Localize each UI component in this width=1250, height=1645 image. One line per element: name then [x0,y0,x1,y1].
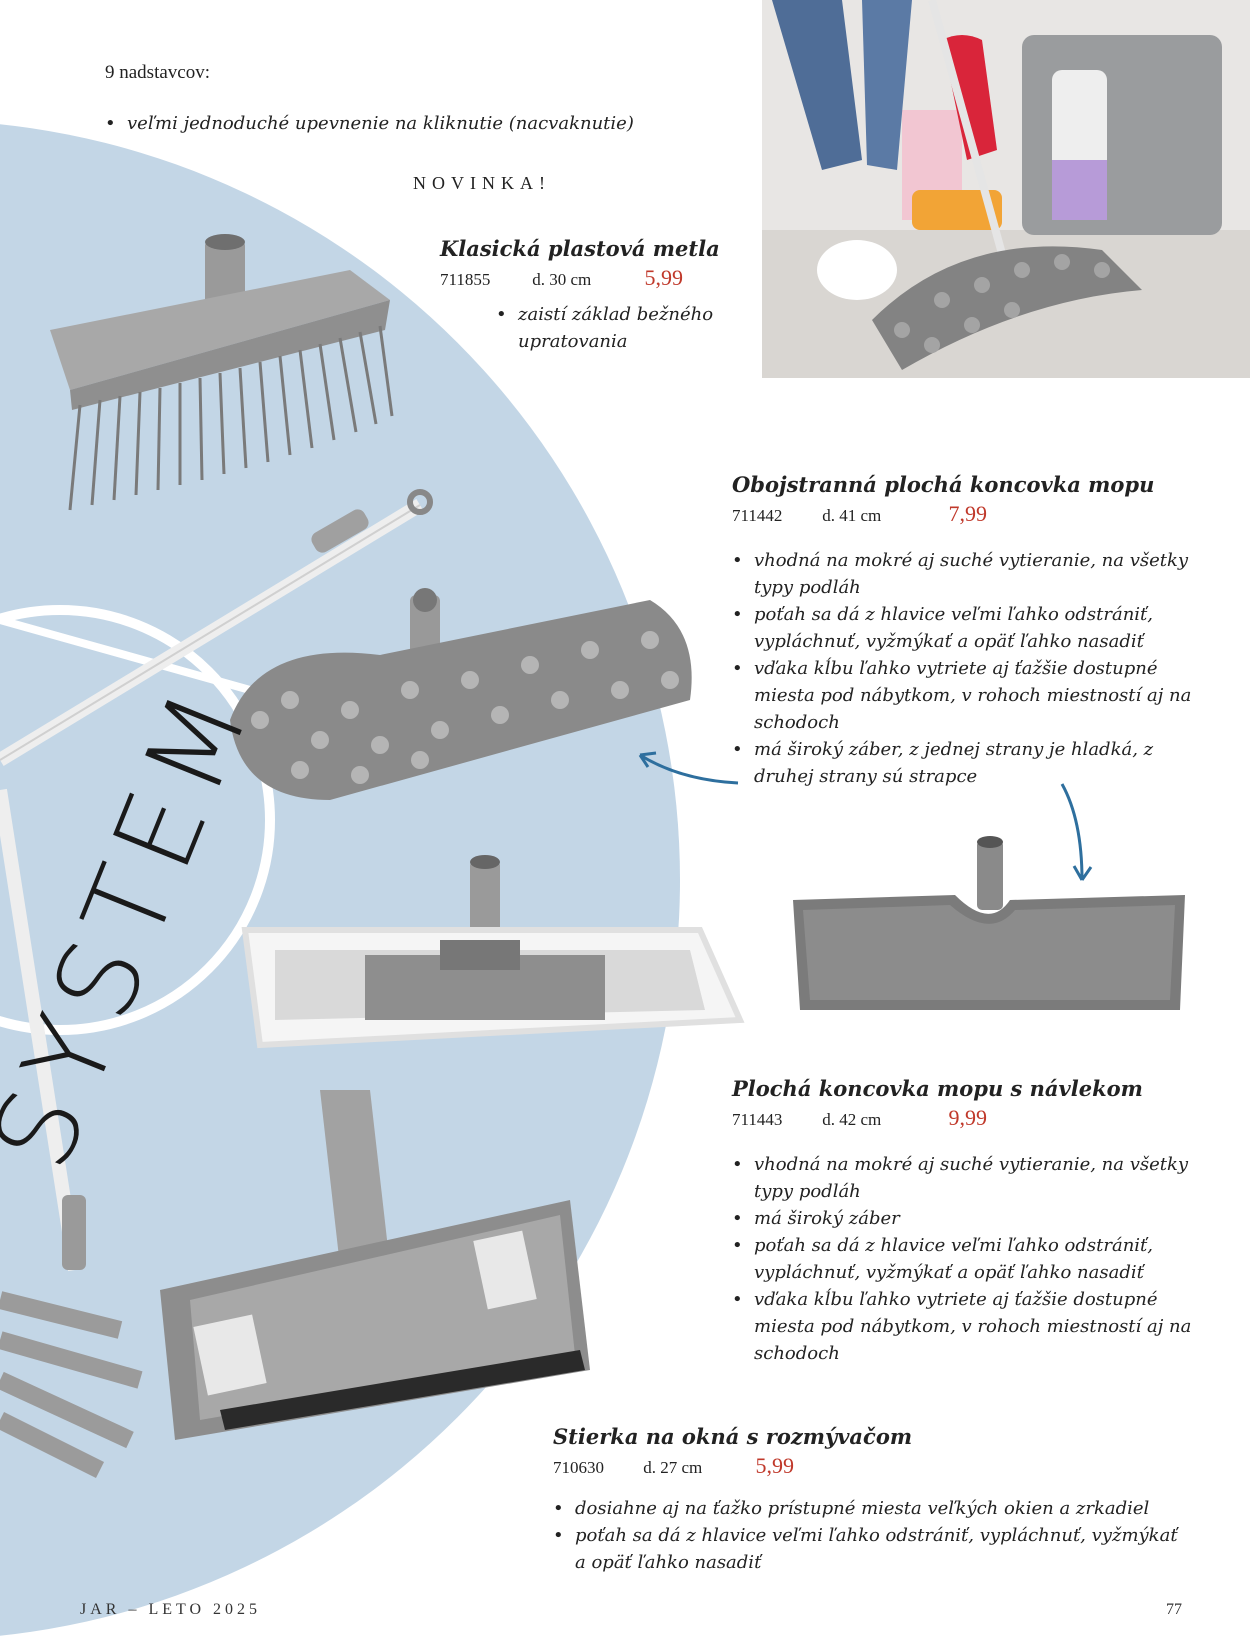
product-meta: 711443 d. 42 cm 9,99 [732,1105,1212,1131]
product-double-mop: Obojstranná plochá koncovka mopu 711442 … [732,472,1212,790]
bullet-item: vďaka kĺbu ľahko vytriete aj ťažšie dost… [732,655,1202,736]
lifestyle-photo [762,0,1250,378]
product-bullets: dosiahne aj na ťažko prístupné miesta ve… [553,1495,1193,1576]
product-size: d. 42 cm [822,1110,882,1129]
white-ring-shape [0,605,275,1035]
product-price: 9,99 [948,1105,988,1130]
squeegee-image [160,1090,590,1440]
novinka-label: NOVINKA! [413,173,551,193]
product-title: Klasická plastová metla [440,236,720,261]
product-bullets: vhodná na mokré aj suché vytieranie, na … [732,1151,1202,1367]
product-size: d. 41 cm [822,506,882,525]
intro-bullet: veľmi jednoduché upevnenie na kliknutie … [105,110,634,137]
bullet-item: poťah sa dá z hlavice veľmi ľahko odstrá… [553,1522,1193,1576]
bullet-item: vďaka kĺbu ľahko vytriete aj ťažšie dost… [732,1286,1202,1367]
page-number: 77 [1166,1601,1182,1618]
product-broom: Klasická plastová metla 711855 d. 30 cm … [440,236,760,355]
intro-bullet-text: veľmi jednoduché upevnenie na kliknutie … [105,110,634,137]
product-title: Obojstranná plochá koncovka mopu [732,472,1155,497]
broom-image [50,234,394,511]
product-size: d. 27 cm [643,1458,703,1477]
chenille-mop-image [230,588,692,800]
product-code: 711442 [732,506,783,525]
handle-image [0,489,433,1272]
bullet-item: poťah sa dá z hlavice veľmi ľahko odstrá… [732,1232,1202,1286]
product-code: 711443 [732,1110,783,1129]
product-flat-mop: Plochá koncovka mopu s návlekom 711443 d… [732,1076,1212,1367]
product-bullets: zaistí základ bežného upratovania [496,301,726,355]
bullet-item: má široký záber, z jednej strany je hlad… [732,736,1202,790]
footer-season: JAR – LETO 2025 [80,1601,262,1618]
product-meta: 711855 d. 30 cm 5,99 [440,265,760,291]
bullet-item: dosiahne aj na ťažko prístupné miesta ve… [553,1495,1193,1522]
intro-title: 9 nadstavcov: [105,62,211,83]
bullet-item: zaistí základ bežného upratovania [496,301,726,355]
bullet-item: má široký záber [732,1205,1202,1232]
product-price: 5,99 [644,265,684,290]
bullet-item: poťah sa dá z hlavice veľmi ľahko odstrá… [732,601,1202,655]
product-code: 711855 [440,270,491,289]
product-size: d. 30 cm [532,270,592,289]
product-title: Plochá koncovka mopu s návlekom [732,1076,1143,1101]
arrow-shapes [638,751,1093,881]
bullet-item: vhodná na mokré aj suché vytieranie, na … [732,1151,1202,1205]
product-code: 710630 [553,1458,604,1477]
product-price: 7,99 [948,501,988,526]
bullet-item: vhodná na mokré aj suché vytieranie, na … [732,547,1202,601]
product-title: Stierka na okná s rozmývačom [553,1424,913,1449]
flat-mop-grey-image [793,836,1185,1010]
product-meta: 710630 d. 27 cm 5,99 [553,1453,1193,1479]
product-price: 5,99 [755,1453,795,1478]
product-squeegee: Stierka na okná s rozmývačom 710630 d. 2… [553,1424,1193,1576]
flat-mop-white-image [241,855,745,1049]
product-meta: 711442 d. 41 cm 7,99 [732,501,1212,527]
product-bullets: vhodná na mokré aj suché vytieranie, na … [732,547,1202,790]
string-mop-image [0,1291,143,1479]
